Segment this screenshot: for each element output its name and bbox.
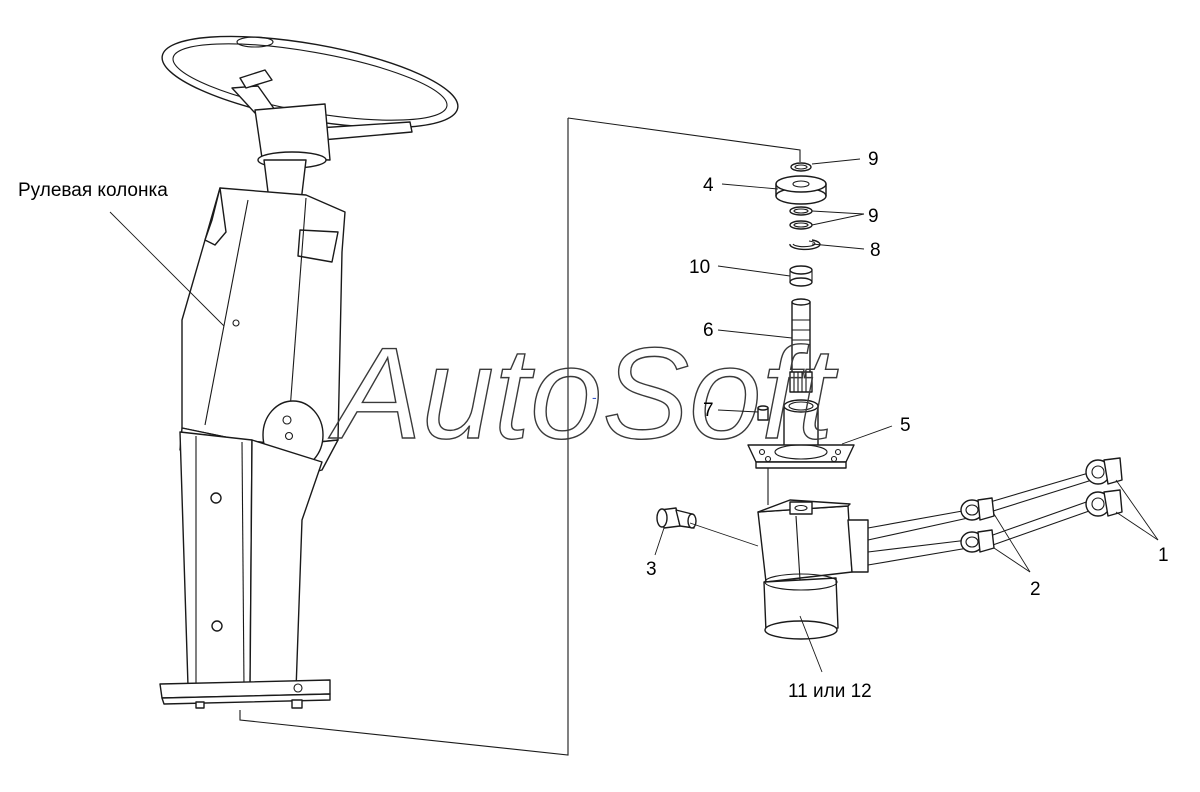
callout-8: 8 bbox=[870, 240, 881, 261]
label-steering-column: Рулевая колонка bbox=[18, 180, 168, 201]
hoses bbox=[867, 471, 1093, 566]
callout-2: 2 bbox=[1030, 579, 1041, 600]
steering-column-assembly bbox=[159, 35, 459, 709]
callout-10: 10 bbox=[689, 257, 710, 278]
labels: Рулевая колонка 9 4 9 8 10 6 7 5 3 2 1 1… bbox=[18, 149, 1169, 702]
callout-9: 9 bbox=[868, 206, 879, 227]
callout-1: 1 bbox=[1158, 545, 1169, 566]
part-9-ring-b bbox=[789, 220, 813, 230]
steering-wheel bbox=[161, 35, 459, 169]
part-9-ring-a bbox=[789, 206, 813, 216]
part-9-ring-top bbox=[790, 162, 812, 172]
callout-3: 3 bbox=[646, 559, 657, 580]
column-pedestal bbox=[159, 431, 331, 709]
part-10-bearing bbox=[789, 265, 813, 287]
exploded-parts bbox=[656, 162, 1123, 640]
part-5-flange bbox=[747, 399, 855, 469]
watermark-mark: - bbox=[592, 389, 597, 405]
frame-line-left bbox=[239, 118, 569, 756]
part-6-shaft bbox=[789, 298, 813, 393]
callout-7: 7 bbox=[703, 400, 714, 421]
callout-11-12: 11 или 12 bbox=[788, 681, 872, 702]
watermark-text: AutoSoft bbox=[328, 320, 839, 466]
callout-4: 4 bbox=[703, 175, 714, 196]
part-11-12-steering-unit bbox=[757, 499, 869, 640]
part-4-washer bbox=[775, 175, 827, 205]
part-2-fittings bbox=[960, 497, 995, 553]
watermark: AutoSoft - bbox=[327, 319, 839, 466]
leader-lines bbox=[109, 158, 1159, 673]
part-1-fittings bbox=[1085, 457, 1123, 517]
callout-9-top: 9 bbox=[868, 149, 879, 170]
part-3-fitting bbox=[656, 507, 697, 529]
part-8-snap-ring bbox=[789, 239, 821, 251]
callout-5: 5 bbox=[900, 415, 911, 436]
frame-line-top bbox=[567, 117, 801, 162]
part-7-pin bbox=[757, 405, 769, 421]
column-upper-housing bbox=[181, 187, 346, 446]
callout-6: 6 bbox=[703, 320, 714, 341]
